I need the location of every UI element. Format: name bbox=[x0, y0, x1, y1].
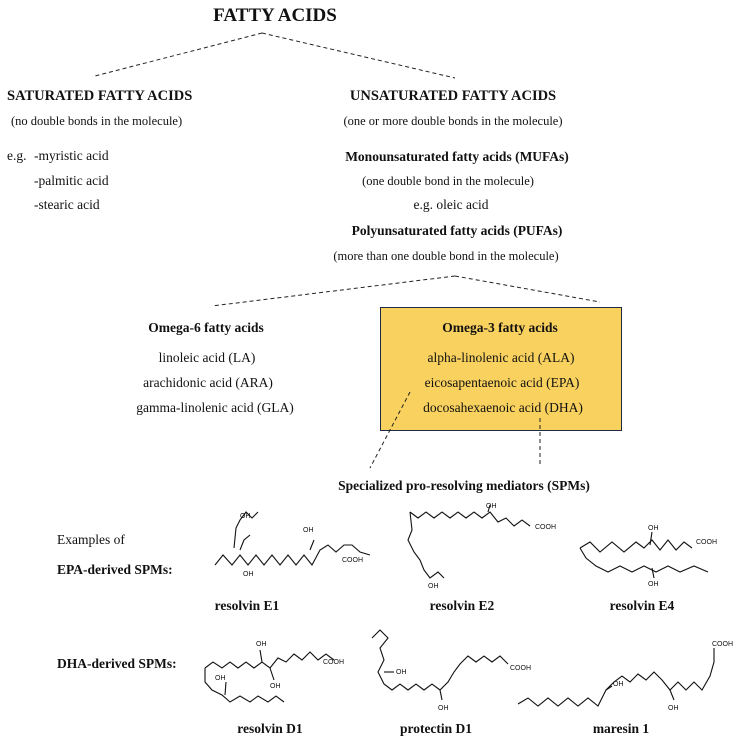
epa-spm-label: EPA-derived SPMs: bbox=[57, 562, 173, 577]
cooh-label: COOH bbox=[342, 557, 363, 564]
saturated-example: -myristic acid bbox=[34, 148, 109, 163]
connector-epa-spm bbox=[369, 391, 411, 469]
mufa-note: (one double bond in the molecule) bbox=[362, 174, 534, 188]
oh-label: OH bbox=[428, 583, 439, 590]
molecule-name-protectin-d1: protectin D1 bbox=[399, 721, 473, 736]
pufa-note: (more than one double bond in the molecu… bbox=[333, 249, 559, 263]
spm-examples-of: Examples of bbox=[57, 532, 125, 547]
oh-label: OH bbox=[270, 683, 281, 690]
molecule-name-maresin-1: maresin 1 bbox=[592, 721, 650, 736]
oh-label: OH bbox=[240, 513, 251, 520]
saturated-example: -palmitic acid bbox=[34, 173, 109, 188]
connector-pufa-right bbox=[454, 275, 601, 303]
cooh-label: COOH bbox=[696, 539, 717, 546]
cooh-label: COOH bbox=[510, 665, 531, 672]
oh-label: OH bbox=[668, 705, 679, 712]
oh-label: OH bbox=[648, 525, 659, 532]
connector-pufa-left bbox=[211, 275, 456, 307]
oh-label: OH bbox=[256, 641, 267, 648]
oh-label: OH bbox=[438, 705, 449, 712]
omega6-item: gamma-linolenic acid (GLA) bbox=[136, 400, 294, 415]
saturated-eg: e.g. bbox=[7, 148, 27, 163]
structure-protectin-d1: OH OH COOH bbox=[371, 629, 531, 712]
oh-label: OH bbox=[613, 681, 624, 688]
oh-label: OH bbox=[243, 571, 254, 578]
spm-heading: Specialized pro-resolving mediators (SPM… bbox=[338, 478, 590, 493]
omega3-heading: Omega-3 fatty acids bbox=[442, 320, 558, 335]
saturated-note: (no double bonds in the molecule) bbox=[11, 114, 183, 128]
molecule-name-resolvin-e4: resolvin E4 bbox=[609, 598, 675, 613]
omega6-item: linoleic acid (LA) bbox=[158, 350, 256, 365]
dha-spm-label: DHA-derived SPMs: bbox=[57, 656, 177, 671]
page-title: FATTY ACIDS bbox=[213, 5, 337, 26]
omega6-heading: Omega-6 fatty acids bbox=[148, 320, 264, 335]
structure-resolvin-e4: OH OH COOH bbox=[579, 525, 717, 588]
connector-root-right bbox=[261, 32, 456, 79]
omega3-item: docosahexaenoic acid (DHA) bbox=[423, 400, 583, 415]
saturated-example: -stearic acid bbox=[34, 197, 100, 212]
structure-maresin-1: OH OH COOH bbox=[517, 641, 733, 712]
mufa-example: e.g. oleic acid bbox=[413, 197, 489, 212]
unsaturated-note: (one or more double bonds in the molecul… bbox=[343, 114, 563, 128]
omega6-item: arachidonic acid (ARA) bbox=[143, 375, 273, 390]
unsaturated-heading: UNSATURATED FATTY ACIDS bbox=[349, 88, 557, 104]
cooh-label: COOH bbox=[712, 641, 733, 648]
mufa-heading: Monounsaturated fatty acids (MUFAs) bbox=[345, 149, 569, 164]
omega3-item: alpha-linolenic acid (ALA) bbox=[427, 350, 575, 365]
cooh-label: COOH bbox=[323, 659, 344, 666]
structure-resolvin-e2: OH OH COOH bbox=[407, 503, 556, 590]
oh-label: OH bbox=[215, 675, 226, 682]
omega3-highlight-box bbox=[380, 307, 622, 431]
oh-label: OH bbox=[303, 527, 314, 534]
cooh-label: COOH bbox=[535, 524, 556, 531]
oh-label: OH bbox=[486, 503, 497, 510]
connector-root-left bbox=[94, 32, 263, 77]
structure-resolvin-d1: OH OH OH COOH bbox=[204, 641, 344, 703]
omega3-item: eicosapentaenoic acid (EPA) bbox=[424, 375, 580, 390]
saturated-heading: SATURATED FATTY ACIDS bbox=[7, 88, 193, 104]
pufa-heading: Polyunsaturated fatty acids (PUFAs) bbox=[351, 223, 563, 238]
oh-label: OH bbox=[648, 581, 659, 588]
molecule-name-resolvin-e2: resolvin E2 bbox=[429, 598, 495, 613]
molecule-name-resolvin-e1: resolvin E1 bbox=[214, 598, 280, 613]
oh-label: OH bbox=[396, 669, 407, 676]
molecule-name-resolvin-d1: resolvin D1 bbox=[237, 721, 303, 736]
structure-resolvin-e1: OH OH OH COOH bbox=[214, 511, 371, 578]
